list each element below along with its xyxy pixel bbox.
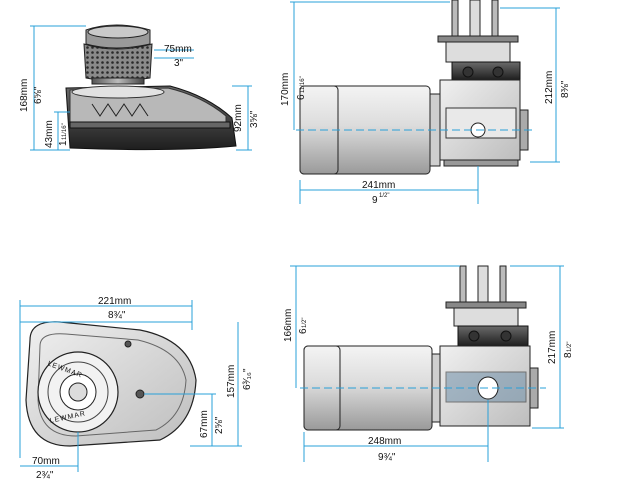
dim-plan-width-mm: 157mm [226, 365, 237, 398]
dim-plan-length-in: 8¾" [108, 310, 126, 321]
gearbox-bottom [439, 345, 539, 427]
shaft-assembly [437, 0, 521, 81]
dim-motor-top-length-mm: 241mm [362, 180, 395, 191]
side-view: 75mm 3" 168mm 6⅝" 43mm 1 11/16" 92mm 3⅝" [19, 24, 260, 151]
dim-motor-top-height-in-frac: 11/16" [300, 76, 306, 93]
windlass-plan-body: LEWMAR LEWMAR [25, 321, 197, 447]
dim-motor-top-height-in-whole: 6 [296, 94, 307, 100]
dim-plan-offset-mm: 67mm [199, 410, 210, 438]
dim-plan-x-in: 2¾" [36, 470, 54, 480]
dim-motor-top-length-in-frac: 1/2" [379, 193, 389, 199]
dim-cap-width-in: 3" [174, 58, 184, 69]
dim-motor-top-total-mm: 212mm [544, 71, 555, 104]
dim-body-mm: 92mm [233, 104, 244, 132]
dim-motor-top-height-mm: 170mm [280, 73, 291, 106]
dim-motor-bottom-length-in: 9¾" [378, 452, 396, 463]
motor-view-bottom: 166mm 6 1/2" 217mm 8 1/2" 248mm 9¾" [283, 265, 574, 463]
dim-motor-bottom-length-mm: 248mm [368, 436, 401, 447]
dim-motor-top-length-in-whole: 9 [372, 195, 378, 206]
plan-view: LEWMAR LEWMAR 221mm 8¾" 157mm 6³⁄₁₆" 67m… [19, 296, 253, 480]
dim-plan-x-mm: 70mm [32, 456, 60, 467]
dim-motor-bottom-height-mm: 166mm [283, 309, 294, 342]
dim-base-mm: 43mm [44, 120, 55, 148]
motor-view-top: 170mm 6 11/16" 212mm 8⅜" 241mm 9 1/2" [280, 0, 571, 206]
dim-motor-bottom-height-in-whole: 6 [298, 328, 309, 334]
dim-base-in-frac: 11/16" [62, 123, 68, 140]
dim-height-in: 6⅝" [33, 86, 44, 104]
dim-motor-bottom-height-in-frac: 1/2" [302, 318, 308, 328]
dim-plan-length-mm: 221mm [98, 296, 131, 307]
dim-motor-bottom-total-in-frac: 1/2" [567, 342, 573, 352]
dim-motor-bottom-total-in-whole: 8 [563, 352, 574, 358]
shaft-assembly-bottom [445, 265, 529, 347]
dim-body-in: 3⅝" [249, 110, 260, 128]
dim-motor-bottom-total-mm: 217mm [547, 331, 558, 364]
gearbox [439, 79, 529, 167]
dim-motor-top-total-in: 8⅜" [560, 80, 571, 98]
dim-plan-offset-in: 2⅝" [214, 416, 225, 434]
dim-height-mm: 168mm [19, 79, 30, 112]
dim-base-in-whole: 1 [58, 140, 69, 146]
windlass-body [65, 85, 237, 151]
dim-plan-width-in: 6³⁄₁₆" [242, 368, 253, 390]
capstan-drum [83, 24, 153, 85]
dim-cap-width-mm: 75mm [164, 44, 192, 55]
